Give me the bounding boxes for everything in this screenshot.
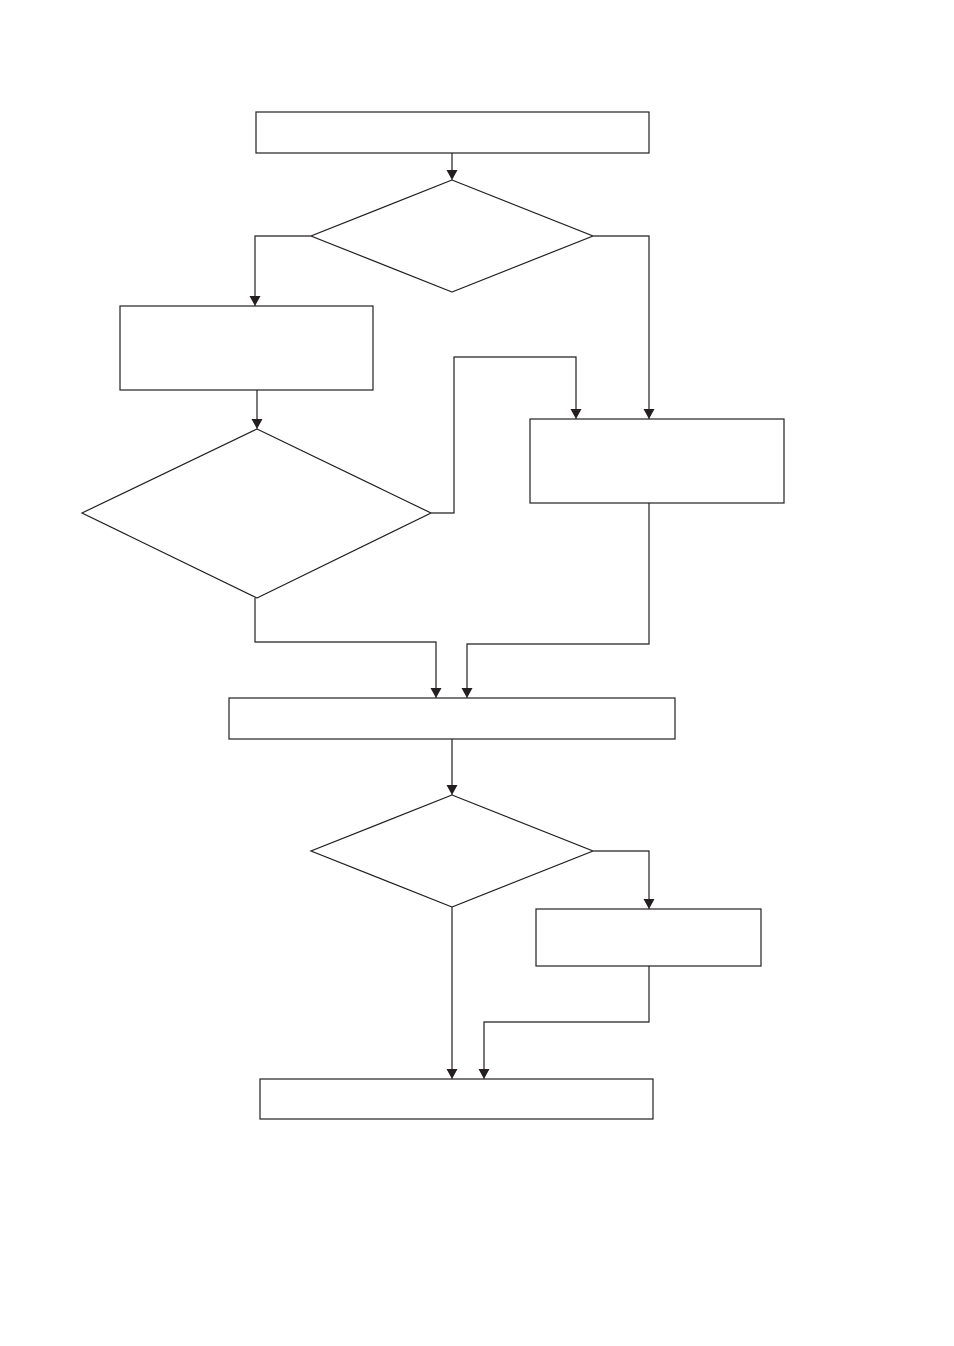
edge-decision-3-to-step-5 xyxy=(593,850,655,909)
edge-step-5-to-step-6 xyxy=(478,966,650,1079)
edge-decision-2-to-step-3 xyxy=(431,356,582,514)
process-box-step-2 xyxy=(119,305,374,391)
decision-diamond-2 xyxy=(80,428,433,599)
edge-decision-2-to-step-4 xyxy=(254,598,442,698)
decision-diamond-3 xyxy=(309,794,595,908)
process-box-step-1 xyxy=(255,111,650,154)
edge-decision-1-to-step-3 xyxy=(593,235,655,419)
edge-decision-1-to-step-2 xyxy=(249,235,311,306)
process-box-step-6 xyxy=(259,1078,654,1120)
process-box-step-3 xyxy=(529,418,785,504)
process-box-step-4 xyxy=(228,697,676,740)
process-box-step-5 xyxy=(535,908,762,967)
edge-step-3-to-step-4 xyxy=(461,503,650,698)
connectors xyxy=(249,153,655,1079)
nodes xyxy=(80,111,785,1120)
decision-diamond-1 xyxy=(309,179,595,293)
